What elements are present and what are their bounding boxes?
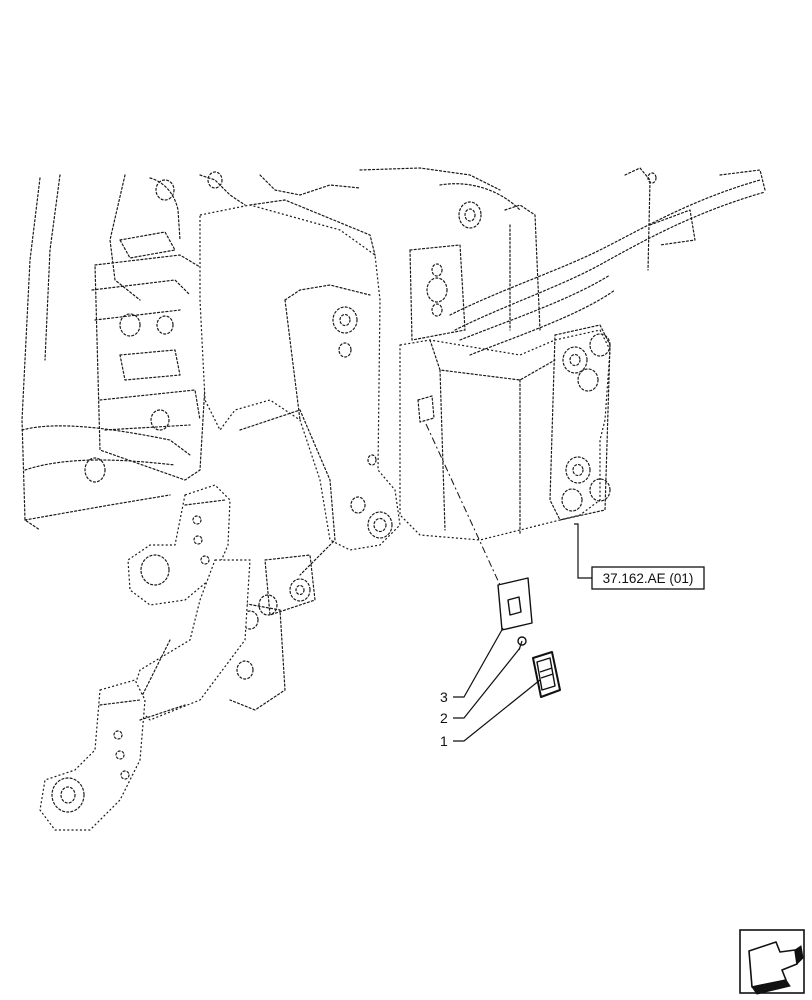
part-1-switch bbox=[532, 651, 561, 698]
part-3-mounting-plate bbox=[497, 577, 533, 631]
part-2-screw bbox=[517, 636, 527, 651]
callout-leaders bbox=[453, 523, 592, 742]
reference-label: 37.162.AE (01) bbox=[603, 571, 694, 586]
callout-1-label: 1 bbox=[440, 733, 448, 749]
reference-box[interactable]: 37.162.AE (01) bbox=[591, 566, 705, 590]
navigation-arrow-icon[interactable] bbox=[739, 929, 805, 995]
callout-3-label: 3 bbox=[440, 689, 448, 705]
ghosted-tractor-assembly bbox=[21, 167, 766, 831]
callout-2-label: 2 bbox=[440, 710, 448, 726]
